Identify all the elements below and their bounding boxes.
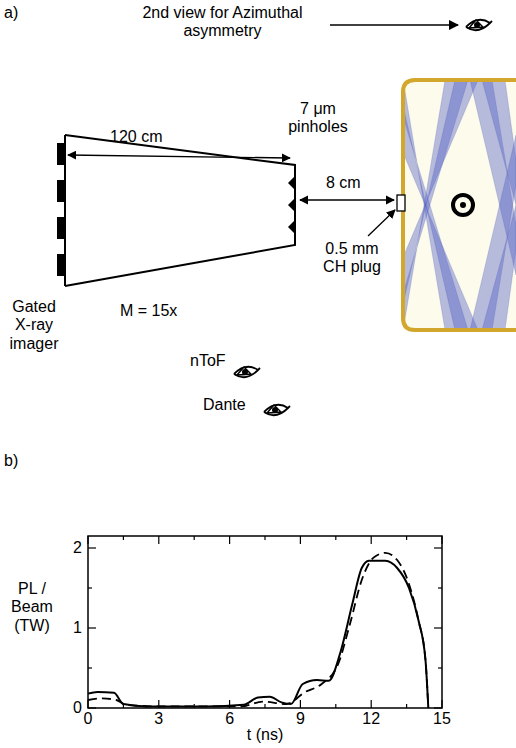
axis-tick	[88, 667, 92, 668]
imager-label: Gated X-ray imager	[4, 298, 64, 353]
axis-title: PL / Beam (TW)	[4, 580, 60, 635]
axis-tick	[441, 536, 442, 544]
panel-label: a)	[4, 4, 18, 22]
power-plot	[88, 536, 442, 708]
axis-tick	[434, 707, 442, 708]
leader-arrow	[368, 210, 395, 236]
axis-tick	[335, 704, 336, 708]
tick-label: 15	[433, 710, 451, 728]
tick-label: 3	[154, 710, 163, 728]
eye-icon	[466, 20, 492, 30]
diagnostic-label: nToF	[190, 352, 226, 370]
axis-tick	[438, 587, 442, 588]
view-label: 2nd view for Azimuthal asymmetry	[120, 4, 325, 41]
dashed-curve	[88, 553, 428, 708]
axis-tick	[434, 547, 442, 548]
eye-icon	[264, 405, 290, 415]
plot-frame	[88, 536, 442, 708]
solid-curve	[88, 561, 428, 708]
axis-tick	[264, 536, 265, 540]
magnification-label: M = 15x	[120, 302, 177, 320]
dimension-arrow	[68, 155, 290, 158]
axis-tick	[300, 536, 301, 544]
axis-tick	[87, 536, 88, 544]
axis-tick	[264, 704, 265, 708]
axis-tick	[371, 536, 372, 544]
tick-label: 2	[73, 539, 82, 557]
axis-tick	[434, 627, 442, 628]
axis-tick	[123, 536, 124, 540]
tick-label: 0	[84, 710, 93, 728]
dimension-label: 120 cm	[110, 128, 162, 146]
tick-label: 1	[73, 619, 82, 637]
diagnostic-label: Dante	[203, 396, 246, 414]
axis-tick	[441, 700, 442, 708]
pinholes	[288, 176, 295, 234]
panel-label: b)	[4, 452, 18, 470]
hohlraum	[397, 80, 516, 330]
axis-tick	[194, 536, 195, 540]
plug-label: 0.5 mm CH plug	[316, 240, 388, 277]
axis-tick	[335, 536, 336, 540]
tick-label: 0	[73, 699, 82, 717]
axis-tick	[88, 547, 96, 548]
axis-tick	[300, 700, 301, 708]
tick-label: 6	[225, 710, 234, 728]
axis-tick	[87, 700, 88, 708]
axis-tick	[229, 536, 230, 544]
eye-icon	[234, 367, 260, 377]
axis-tick	[88, 587, 92, 588]
axis-tick	[88, 707, 96, 708]
camera-cone	[65, 135, 295, 286]
axis-tick	[438, 667, 442, 668]
axis-tick	[88, 627, 96, 628]
x-ray-imager	[57, 135, 66, 286]
axis-tick	[406, 536, 407, 540]
tick-label: 12	[362, 710, 380, 728]
view-arrow	[330, 24, 458, 26]
axis-title: t (ns)	[247, 726, 283, 744]
dimension-label: 8 cm	[326, 174, 361, 192]
axis-tick	[371, 700, 372, 708]
axis-tick	[158, 536, 159, 544]
pinhole-label: 7 μm pinholes	[282, 100, 354, 137]
tick-label: 9	[296, 710, 305, 728]
axis-tick	[406, 704, 407, 708]
dimension-arrow	[300, 199, 394, 200]
